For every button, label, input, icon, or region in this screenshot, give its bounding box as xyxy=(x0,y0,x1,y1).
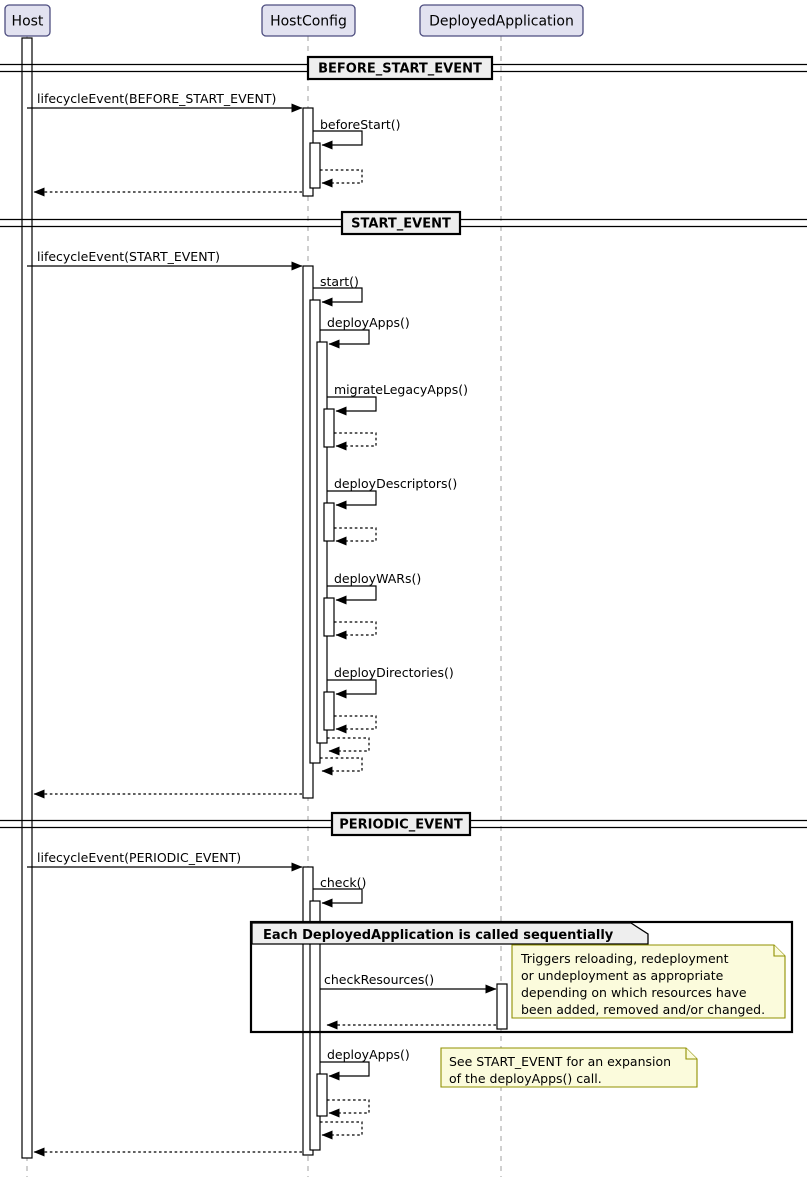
divider-label-start-event: START_EVENT xyxy=(351,217,451,232)
note-checkresources: Triggers reloading, redeployment or unde… xyxy=(511,944,786,1019)
message-arrow-deployapps-periodic xyxy=(320,1061,370,1081)
activation-hostconfig-deploywars xyxy=(323,597,335,637)
divider-label-before-start-event: BEFORE_START_EVENT xyxy=(318,62,482,77)
section-start-event: lifecycleEvent(START_EVENT) start() depl… xyxy=(27,249,468,799)
activation-host xyxy=(21,37,33,1159)
message-arrow-deployapps-start xyxy=(320,329,370,349)
message-label-checkresources: checkResources() xyxy=(324,972,434,987)
divider-periodic-event: PERIODIC_EVENT xyxy=(0,811,807,837)
message-label-lifecycle-periodic: lifecycleEvent(PERIODIC_EVENT) xyxy=(37,850,241,865)
message-label-deploywars: deployWARs() xyxy=(334,571,421,586)
message-label-migratelegacyapps: migrateLegacyApps() xyxy=(334,382,468,397)
message-arrow-deploydescriptors-return xyxy=(334,527,377,546)
note-line: of the deployApps() call. xyxy=(449,1071,602,1086)
message-label-beforestart: beforeStart() xyxy=(320,117,401,132)
participant-box-deployedapplication[interactable] xyxy=(419,4,584,37)
message-label-deploydirectories: deployDirectories() xyxy=(334,665,454,680)
note-line: or undeployment as appropriate xyxy=(521,968,724,983)
message-label-lifecycle-start: lifecycleEvent(START_EVENT) xyxy=(37,249,220,264)
message-label-deployapps-start: deployApps() xyxy=(327,315,410,330)
participant-hostconfig[interactable]: HostConfig xyxy=(261,4,356,37)
message-label-deploydescriptors: deployDescriptors() xyxy=(334,476,457,491)
message-arrow-migratelegacyapps xyxy=(327,396,377,416)
message-arrow-beforestart xyxy=(313,130,363,150)
activation-hostconfig-deployapps-periodic xyxy=(316,1073,328,1117)
message-label-lifecycle-before-start: lifecycleEvent(BEFORE_START_EVENT) xyxy=(37,91,276,106)
activation-hostconfig-deploydirectories xyxy=(323,691,335,731)
message-arrow-start-return xyxy=(320,757,363,776)
participant-label-hostconfig: HostConfig xyxy=(270,14,347,30)
message-arrow-deploywars xyxy=(327,585,377,605)
participant-label-deployedapplication: DeployedApplication xyxy=(429,14,574,30)
message-label-start: start() xyxy=(320,274,359,289)
participant-box-host[interactable] xyxy=(4,4,51,37)
message-arrow-start xyxy=(313,287,363,307)
participant-label-host: Host xyxy=(12,14,44,30)
participant-box-hostconfig[interactable] xyxy=(261,4,356,37)
activation-deployedapplication-checkresources xyxy=(496,983,508,1030)
message-arrow-deploydirectories-return xyxy=(334,715,377,734)
note-line: depending on which resources have xyxy=(521,985,747,1000)
activation-hostconfig-check-l1 xyxy=(309,900,321,1151)
section-before-start-event: lifecycleEvent(BEFORE_START_EVENT) befor… xyxy=(27,91,401,197)
activation-hostconfig-migratelegacyapps xyxy=(323,408,335,448)
participant-deployedapplication[interactable]: DeployedApplication xyxy=(419,4,584,37)
message-arrow-deploydirectories xyxy=(327,679,377,699)
message-arrow-deploywars-return xyxy=(334,621,377,640)
participant-host[interactable]: Host xyxy=(4,4,51,37)
note-line: See START_EVENT for an expansion xyxy=(449,1054,671,1069)
lifelines xyxy=(26,36,502,1177)
note-line: been added, removed and/or changed. xyxy=(521,1002,765,1017)
message-arrow-deployapps-return-start xyxy=(327,737,370,756)
activation-hostconfig-deployapps-l2 xyxy=(316,341,328,744)
activation-hostconfig-deploydescriptors xyxy=(323,502,335,542)
message-label-check: check() xyxy=(320,875,366,890)
divider-before-start-event: BEFORE_START_EVENT xyxy=(0,55,807,81)
divider-start-event: START_EVENT xyxy=(0,210,807,236)
group-title-each-deployedapplication: Each DeployedApplication is called seque… xyxy=(263,928,614,943)
note-deployapps: See START_EVENT for an expansion of the … xyxy=(440,1047,698,1088)
message-arrow-beforestart-return xyxy=(320,169,363,188)
note-line: Triggers reloading, redeployment xyxy=(520,951,729,966)
divider-label-periodic-event: PERIODIC_EVENT xyxy=(339,818,463,833)
message-arrow-check xyxy=(313,888,363,908)
activation-hostconfig-beforestart xyxy=(309,142,321,189)
message-arrow-deploydescriptors xyxy=(327,490,377,510)
section-periodic-event: lifecycleEvent(PERIODIC_EVENT) check() E… xyxy=(27,850,794,1157)
message-arrow-migratelegacyapps-return xyxy=(334,432,377,451)
message-label-deployapps-periodic: deployApps() xyxy=(327,1047,410,1062)
message-arrow-check-return xyxy=(320,1121,363,1140)
message-arrow-deployapps-periodic-return xyxy=(327,1099,370,1118)
group-each-deployedapplication: Each DeployedApplication is called seque… xyxy=(249,920,794,1034)
